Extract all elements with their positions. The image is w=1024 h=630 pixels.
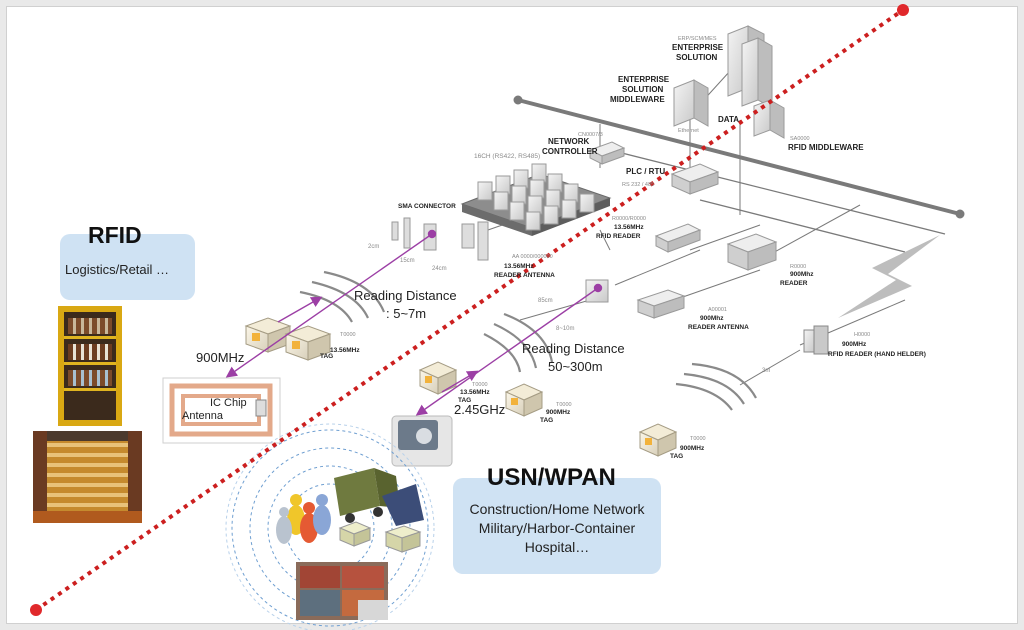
reader-1356-line1: 13.56MHz [614,224,644,231]
ic-chip-antenna-card [162,377,281,444]
sensor-device-icon [391,415,453,467]
enterprise-server-icon [727,25,773,109]
reading-range-arrows [225,229,603,416]
lightning-icon [838,235,940,318]
tag-1356-a-small: T0000 [340,332,356,338]
dist-3m: 3m [762,368,770,374]
tag-900-a-line1: 900MHz [546,409,571,416]
tag-1356-b-line1: 13.56MHz [460,389,490,396]
rfid-title: RFID [88,222,142,248]
tag-icon [244,317,678,457]
rs-small: RS 232 / 485 [622,182,654,188]
reader-antenna-900-icon [636,289,686,319]
reader-1356-line2: RFID READER [596,233,641,240]
enterprise-solution-line1: ENTERPRISE [672,43,724,52]
reader-900-line1: 900Mhz [790,271,814,278]
antenna-label: Antenna [182,410,224,422]
military-truck-icon [334,468,424,526]
reader-antenna-1356-line2: READER ANTENNA [494,272,555,279]
tag-1356-b-line2: TAG [458,397,471,404]
usn-line-3: Hospital… [524,539,590,555]
tag-900-b-line2: TAG [670,453,683,460]
network-controller-line1: NETWORK [548,137,590,146]
container-photo [296,562,388,620]
people-icon [276,494,331,544]
enterprise-solution-line2: SOLUTION [676,53,718,62]
plc-rtu-label: PLC / RTU [626,167,665,176]
rfid-middleware-label: RFID MIDDLEWARE [788,143,864,152]
freq-900-label: 900MHz [196,350,244,365]
tag-900-a-line2: TAG [540,417,553,424]
handheld-line1: 900MHz [842,341,867,348]
rfid-reader-1356-icon [654,223,702,253]
tag-1356-a-line1: TAG [320,353,333,360]
network-controller-line2: CONTROLLER [542,147,598,156]
warehouse-pallet-photo [33,431,142,523]
network-controller-small: CN0007/3 [578,132,603,138]
middleware-server-icon [673,79,709,127]
handheld-reader-icon [803,325,829,355]
reader-antenna-900-line2: READER ANTENNA [688,324,749,331]
domain-divider-line [30,4,909,616]
usn-panel: USN/WPAN Construction/Home Network Milit… [453,464,661,574]
reader-antenna-1356-line1: 13.56MHz [504,263,534,270]
data-label: DATA [718,115,739,124]
network-controller-icon [588,141,626,165]
enterprise-solution-small: ERP/SCM/MES [678,36,717,42]
plc-rtu-icon [670,163,720,195]
reading-distance-1-value: : 5~7m [386,306,426,321]
tag-1356-a-line2: 13.56MHz [330,347,360,354]
enterprise-middleware-line2: SOLUTION [622,85,664,94]
rfid-middleware-server-icon [753,99,785,139]
handheld-small: H0000 [854,332,870,338]
reading-distance-1-label: Reading Distance [354,288,457,303]
handheld-line2: RFID READER (HAND HELDER) [828,351,926,358]
dist-85cm: 85cm [538,298,553,304]
usn-line-2: Military/Harbor-Container [478,520,636,536]
rfid-panel: RFID Logistics/Retail … [60,222,195,300]
rfid-subtitle: Logistics/Retail … [65,262,170,277]
retail-shelf-photo [58,306,122,426]
reader-900-small: R0000 [790,264,806,270]
reader-900-line2: READER [780,280,808,287]
reader-antenna-900-small: A00001 [708,307,727,313]
tag-900-a-small: T0000 [556,402,572,408]
ic-chip-label: IC Chip [210,397,247,409]
rfid-middleware-small: SA0000 [790,136,810,142]
serial-small: 16CH (RS422, RS485) [474,153,540,160]
serial-hub-icon [460,163,612,236]
sma-connector-label: SMA CONNECTOR [398,203,456,210]
enterprise-middleware-line1: ENTERPRISE [618,75,670,84]
reader-antenna-900-line1: 900Mhz [700,315,724,322]
sma-antenna-icon [391,217,489,261]
usn-line-1: Construction/Home Network [469,501,645,517]
radio-wave-icon [299,270,757,411]
dist-2cm: 2cm [368,244,379,250]
tag-1356-b-small: T0000 [472,382,488,388]
reading-distance-2-value: 50~300m [548,359,603,374]
dist-8-10m: 8~10m [556,326,575,332]
crates-icon [338,521,422,553]
usn-title: USN/WPAN [487,464,616,491]
reader-1356-small: R0000/R0000 [612,216,646,222]
reading-distance-2-label: Reading Distance [522,341,625,356]
reader-900-icon [726,233,778,271]
ethernet-label: Ethernet [678,128,699,134]
reader-antenna-1356-small: AA 0000/000000 [512,254,553,260]
freq-245-label: 2.45GHz [454,402,505,417]
tag-900-b-line1: 900MHz [680,445,705,452]
tag-900-b-small: T0000 [690,436,706,442]
dist-15cm: 15cm [400,258,415,264]
dist-24cm: 24cm [432,266,447,272]
enterprise-middleware-line3: MIDDLEWARE [610,95,665,104]
